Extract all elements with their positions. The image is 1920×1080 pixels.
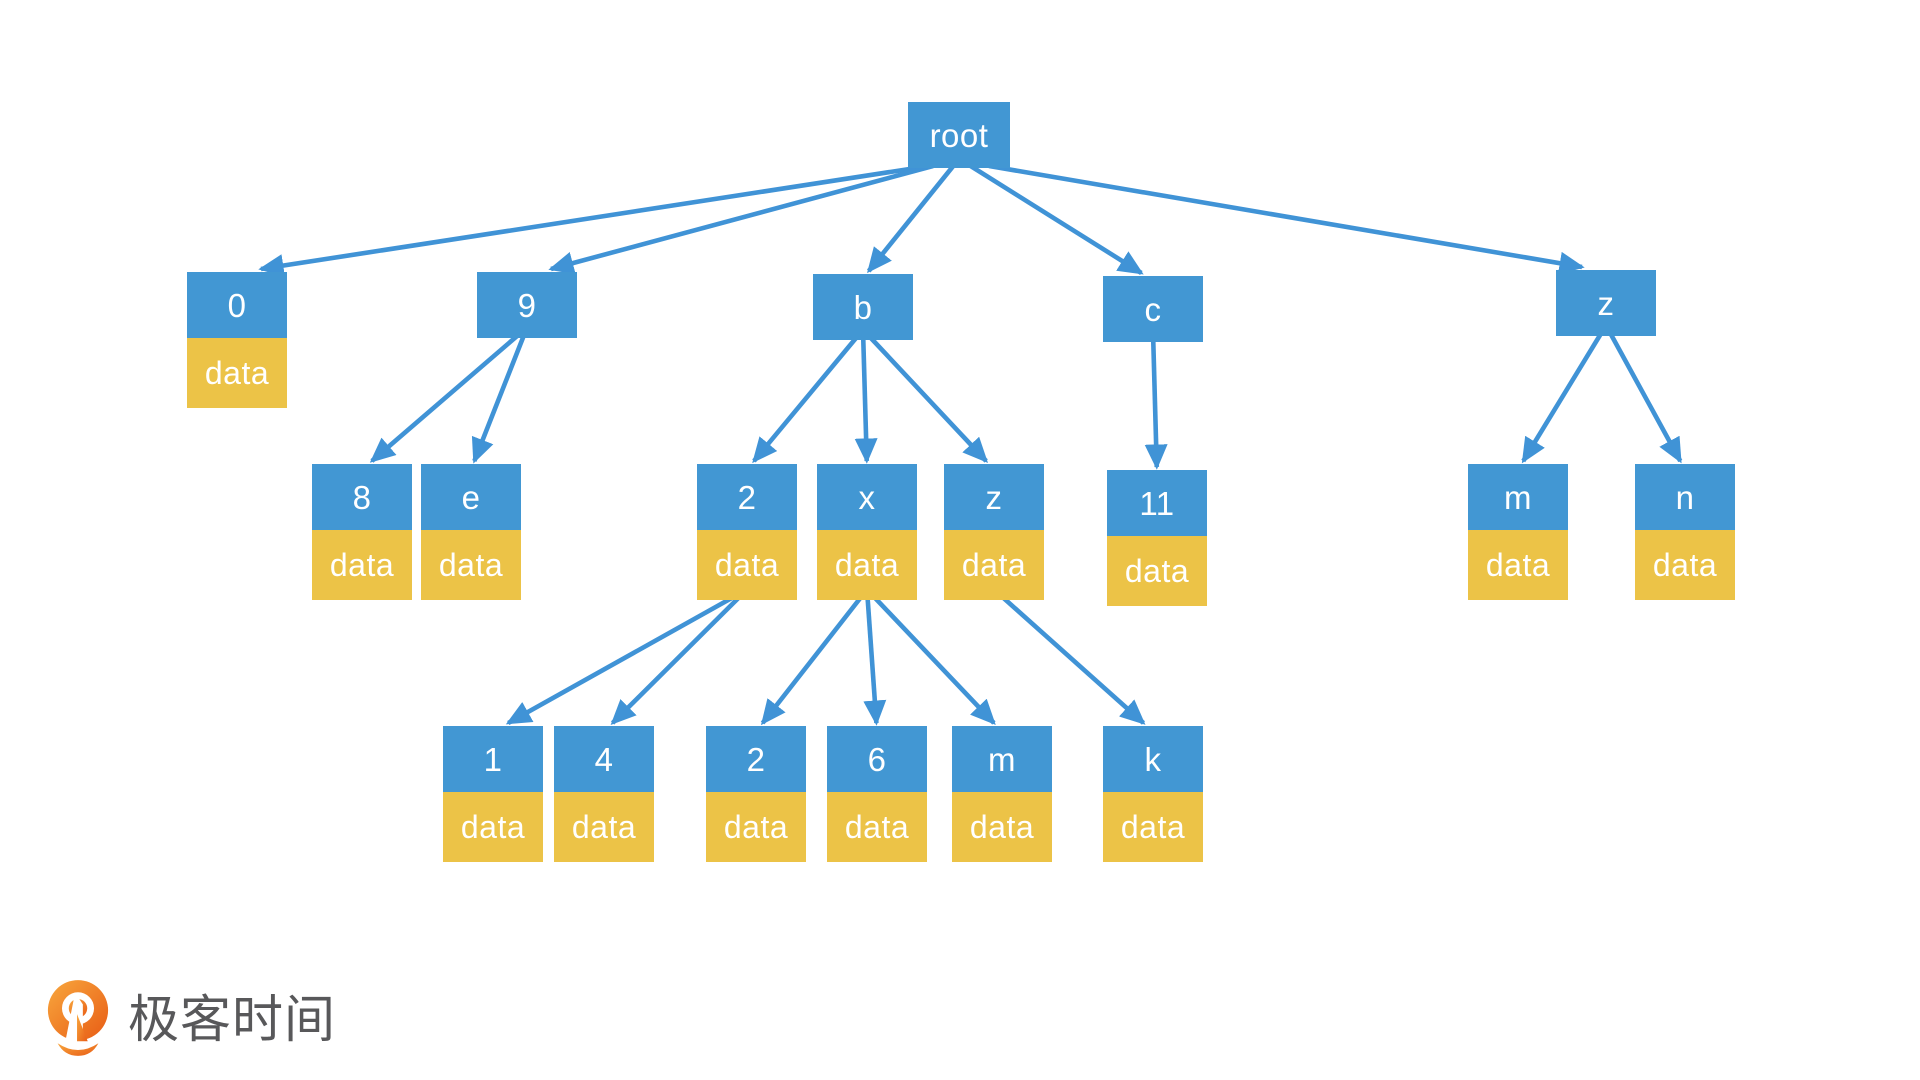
node-key-label: n — [1635, 464, 1735, 530]
node-data-slot: data — [187, 338, 287, 408]
tree-node-9: 9 — [477, 272, 577, 338]
node-key-label: m — [952, 726, 1052, 792]
tree-edge-root-0 — [258, 163, 930, 277]
node-key-label: z — [1556, 270, 1656, 336]
tree-edge-x-m — [873, 596, 996, 726]
node-key-label: 2 — [706, 726, 806, 792]
node-key-label: k — [1103, 726, 1203, 792]
tree-edge-2-4 — [610, 596, 741, 725]
node-data-slot: data — [1103, 792, 1203, 862]
tree-edge-9-e — [471, 335, 526, 464]
geektime-pin-icon — [47, 980, 109, 1056]
node-key-label: 9 — [477, 272, 577, 338]
node-key-label: 11 — [1107, 470, 1207, 536]
tree-edge-b-2 — [752, 336, 858, 464]
node-data-slot: data — [944, 530, 1044, 600]
tree-edge-z-k — [1002, 596, 1146, 725]
tree-edge-9-8 — [369, 334, 519, 463]
node-data-slot: data — [554, 792, 654, 862]
node-key-label: 0 — [187, 272, 287, 338]
node-key-label: c — [1103, 276, 1203, 342]
geektime-logo-text: 极客时间 — [128, 990, 337, 1048]
node-data-slot: data — [706, 792, 806, 862]
tree-node-root: root — [908, 102, 1010, 168]
node-key-label: e — [421, 464, 521, 530]
node-data-slot: data — [952, 792, 1052, 862]
tree-edge-x-6 — [863, 597, 887, 726]
tree-edge-z-n — [1608, 332, 1683, 464]
node-data-slot: data — [1107, 536, 1207, 606]
node-data-slot: data — [1635, 530, 1735, 600]
node-key-label: b — [813, 274, 913, 340]
node-key-label: z — [944, 464, 1044, 530]
node-key-label: 2 — [697, 464, 797, 530]
tree-edge-x-2 — [760, 596, 863, 726]
node-data-slot: data — [443, 792, 543, 862]
tree-node-z: z — [1556, 270, 1656, 336]
node-key-label: 6 — [827, 726, 927, 792]
geektime-logo: 极客时间 — [45, 978, 336, 1058]
node-data-slot: data — [827, 792, 927, 862]
tree-edge-b-z — [869, 336, 989, 464]
node-key-label: 1 — [443, 726, 543, 792]
node-key-label: root — [908, 102, 1010, 168]
node-key-label: m — [1468, 464, 1568, 530]
tree-node-c: c — [1103, 276, 1203, 342]
node-data-slot: data — [312, 530, 412, 600]
node-data-slot: data — [817, 530, 917, 600]
node-data-slot: data — [421, 530, 521, 600]
tree-edge-root-z — [988, 163, 1585, 275]
tree-edge-2-1 — [505, 595, 733, 726]
node-data-slot: data — [1468, 530, 1568, 600]
node-key-label: x — [817, 464, 917, 530]
tree-edge-b-x — [854, 337, 878, 464]
node-data-slot: data — [697, 530, 797, 600]
tree-edge-root-c — [969, 164, 1144, 275]
tree-edge-root-9 — [548, 163, 934, 275]
tree-edge-root-b — [866, 164, 956, 274]
tree-edge-z-m — [1521, 332, 1603, 464]
node-key-label: 4 — [554, 726, 654, 792]
node-key-label: 8 — [312, 464, 412, 530]
tree-edge-c-11 — [1144, 339, 1168, 470]
tree-node-b: b — [813, 274, 913, 340]
